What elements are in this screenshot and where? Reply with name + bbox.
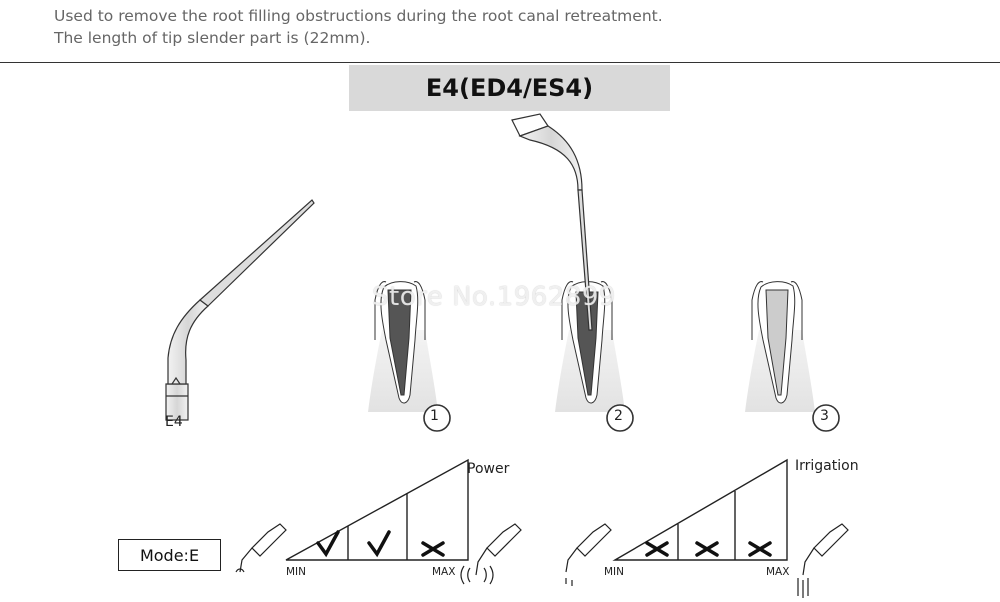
irrigation-cross-icon-1 <box>645 541 669 557</box>
power-min-label: MIN <box>286 566 307 578</box>
store-watermark: Store No.1962899 <box>372 282 616 312</box>
handpiece-max-irrigation-icon <box>797 523 849 598</box>
power-cross-icon <box>421 541 445 557</box>
handpiece-min-power-icon <box>235 523 287 573</box>
power-triangle <box>285 458 469 561</box>
ultrasonic-tip-icon <box>165 199 315 421</box>
irrigation-triangle <box>612 458 788 561</box>
mode-label: Mode:E <box>118 539 221 571</box>
description: Used to remove the root filling obstruct… <box>54 5 754 49</box>
tooth-step-2 <box>555 281 634 432</box>
handpiece-icon <box>511 113 593 331</box>
irrigation-cross-icon-3 <box>748 541 772 557</box>
description-line-2: The length of tip slender part is (22mm)… <box>54 29 371 47</box>
tooth-step-1 <box>368 281 451 432</box>
step-1-number: 1 <box>430 408 439 424</box>
irrigation-min-label: MIN <box>604 566 625 578</box>
power-check-icon-2 <box>367 530 391 558</box>
step-3-number: 3 <box>820 408 829 424</box>
tooth-step-3 <box>745 281 840 432</box>
power-label: Power <box>467 461 510 477</box>
power-max-label: MAX <box>432 566 456 578</box>
handpiece-min-irrigation-icon <box>565 523 612 586</box>
divider <box>0 62 1000 63</box>
description-line-1: Used to remove the root filling obstruct… <box>54 7 663 25</box>
step-2-number: 2 <box>614 408 623 424</box>
handpiece-max-power-icon <box>460 523 522 585</box>
tip-model-label: E4 <box>165 414 183 430</box>
power-check-icon-1 <box>316 530 340 558</box>
irrigation-cross-icon-2 <box>695 541 719 557</box>
irrigation-label: Irrigation <box>795 458 859 474</box>
irrigation-max-label: MAX <box>766 566 790 578</box>
page-title: E4(ED4/ES4) <box>349 65 670 111</box>
